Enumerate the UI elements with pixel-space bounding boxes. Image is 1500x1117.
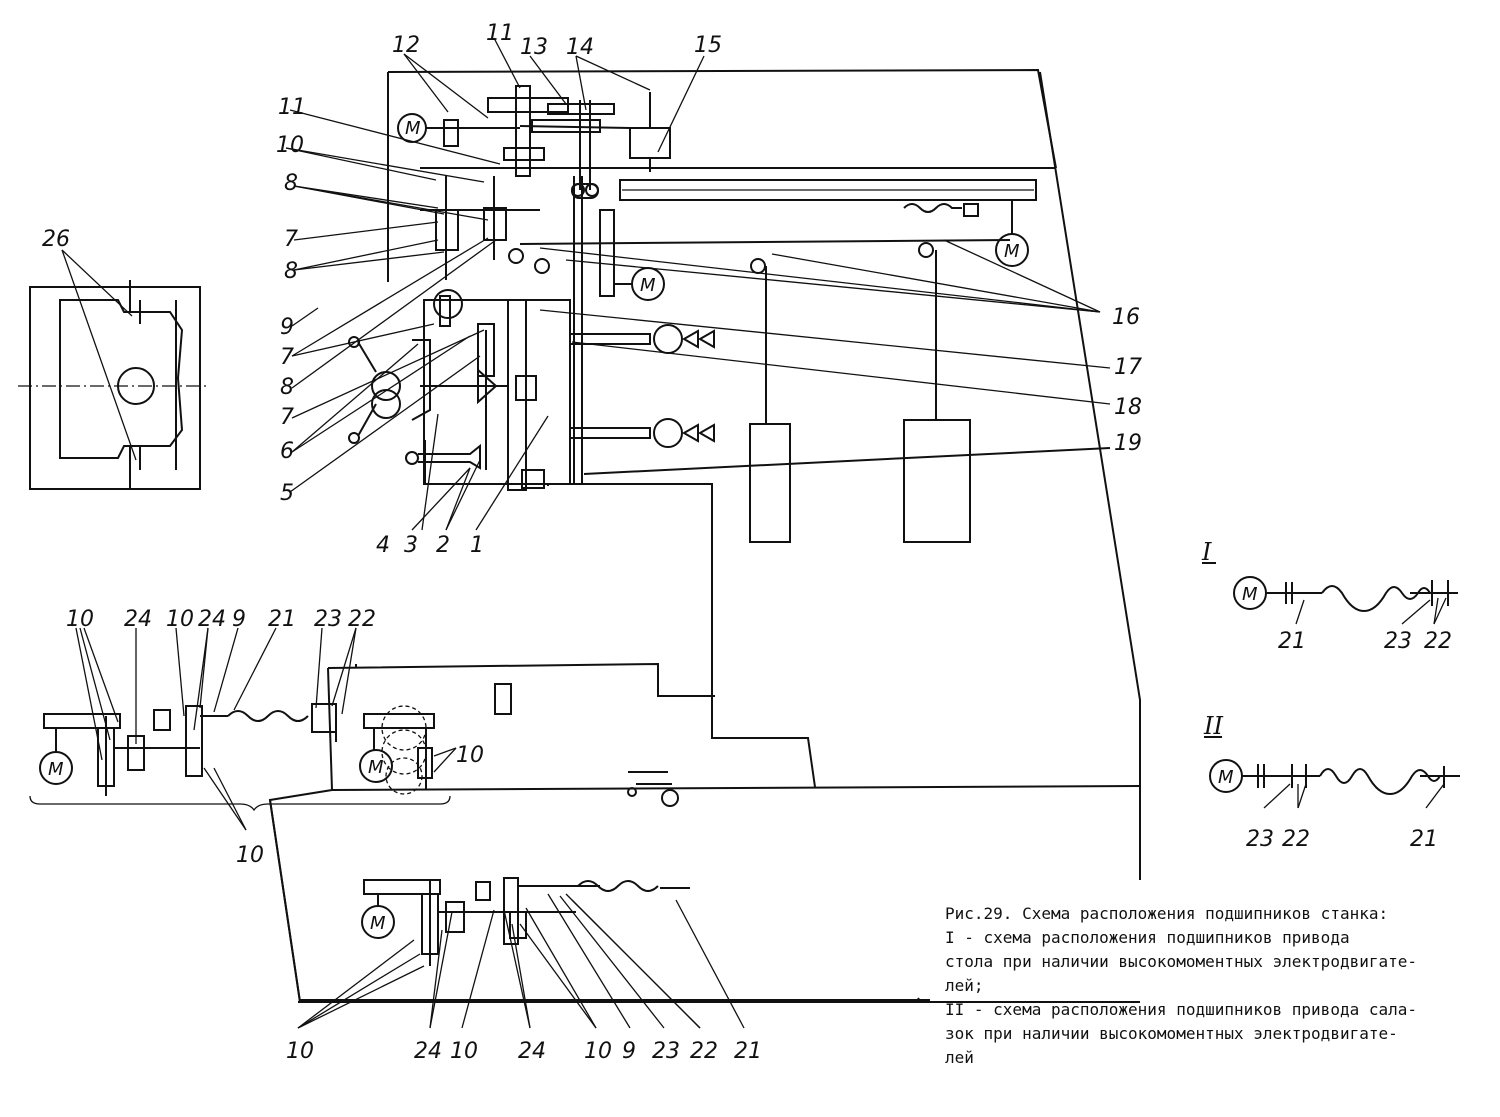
callout-14: 14 [566,35,594,60]
callout-22: 22 [1282,827,1310,852]
callout-5: 5 [280,481,294,506]
callout-21: 21 [1410,827,1438,852]
callout-19: 19 [1114,431,1142,456]
caption-line: зок при наличии высокомоментных электрод… [945,1024,1398,1043]
counterweights: M [508,209,1011,543]
callout-6: 6 [280,439,294,464]
motor-label: M [48,759,64,780]
motor-label: M [1242,584,1258,605]
callout-22: 22 [1424,629,1452,654]
left-drive-leaders [75,627,357,831]
bottom-drive-group: M [361,877,690,966]
callout-10: 10 [236,843,264,868]
motor-label: M [368,757,384,778]
callout-10: 10 [286,1039,314,1064]
callout-8: 8 [280,375,294,400]
callout-4: 4 [376,533,390,558]
callout-17: 17 [1114,355,1142,380]
callout-7: 7 [284,227,298,252]
callout-10: 10 [450,1039,478,1064]
bottom-drive-callouts: 10 24 10 24 10 9 23 22 21 [286,1039,762,1064]
callout-10: 10 [276,133,304,158]
callout-21: 21 [268,607,296,632]
detail-26-view [18,280,210,490]
left-drive-group: M [29,703,451,812]
scheme-one: I M 21 23 22 [1201,538,1458,654]
callout-23: 23 [1384,629,1412,654]
figure-caption: Рис.29. Схема расположения подшипников с… [945,902,1445,1070]
bottom-drive-leaders [297,893,745,1029]
motor-label: M [640,275,656,296]
callout-18: 18 [1114,395,1142,420]
scheme-two-label: II [1203,712,1223,740]
callout-12: 12 [392,33,420,58]
caption-line: лей [945,1048,974,1067]
callout-24: 24 [414,1039,442,1064]
callout-7: 7 [280,405,294,430]
central-gearbox [348,176,583,491]
callout-2: 2 [436,533,450,558]
callout-9: 9 [232,607,246,632]
left-drive-callouts: 10 24 10 24 9 21 23 22 10 10 [66,607,484,868]
callout-11: 11 [486,21,514,46]
callout-22: 22 [690,1039,718,1064]
main-callouts: 11 12 13 14 15 11 10 8 7 8 9 7 8 7 6 5 4… [42,21,1142,558]
callout-9: 9 [622,1039,636,1064]
spindle-outputs [569,324,1111,475]
caption-line: лей; [945,976,984,995]
top-drive: M [397,85,671,199]
caption-line: стола при наличии высокомоментных электр… [945,952,1418,971]
callout-21: 21 [1278,629,1306,654]
motor-label: M [1004,241,1020,262]
callout-15: 15 [694,33,722,58]
callout-26: 26 [42,227,70,252]
upper-beam: M [619,179,1037,267]
callout-1: 1 [470,533,484,558]
callout-23: 23 [652,1039,680,1064]
callout-10: 10 [166,607,194,632]
callout-13: 13 [520,35,548,60]
callout-10: 10 [66,607,94,632]
callout-24: 24 [518,1039,546,1064]
caption-line: II - схема расположения подшипников прив… [945,1000,1418,1019]
callout-24: 24 [198,607,226,632]
scheme-one-label: I [1201,538,1212,566]
scheme-two: II M 23 22 21 [1203,712,1460,852]
middle-drive-group: M [359,705,679,807]
callout-10: 10 [584,1039,612,1064]
motor-label: M [370,913,386,934]
machine-frame [268,68,1141,1003]
leader-lines [61,37,1111,531]
callout-3: 3 [404,533,418,558]
callout-23: 23 [314,607,342,632]
callout-10: 10 [456,743,484,768]
caption-line: Рис.29. Схема расположения подшипников с… [945,904,1389,923]
callout-8: 8 [284,259,298,284]
callout-9: 9 [280,315,294,340]
callout-24: 24 [124,607,152,632]
callout-16: 16 [1112,305,1140,330]
callout-7: 7 [280,345,294,370]
callout-23: 23 [1246,827,1274,852]
callout-21: 21 [734,1039,762,1064]
caption-line: I - схема расположения подшипников приво… [945,928,1350,947]
motor-label: M [405,118,421,139]
callout-8: 8 [284,171,298,196]
callout-22: 22 [348,607,376,632]
motor-label: M [1218,767,1234,788]
callout-11: 11 [278,95,306,120]
